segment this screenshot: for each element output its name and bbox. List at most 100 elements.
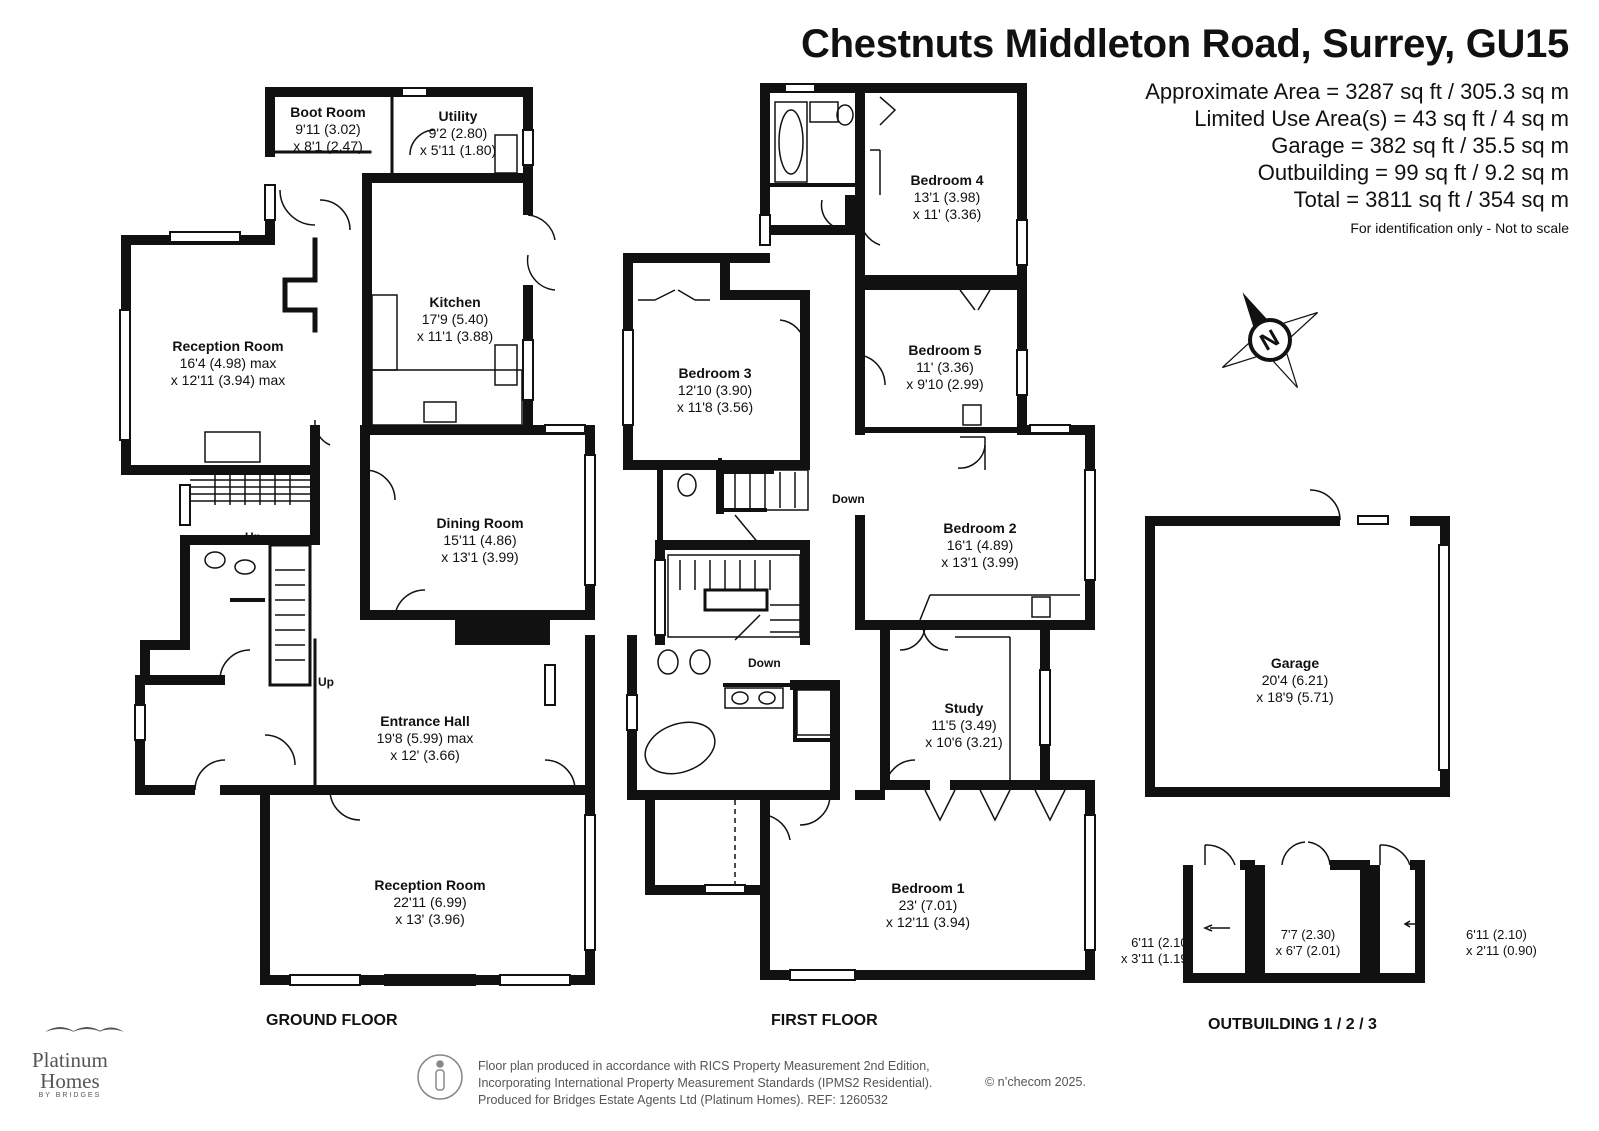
outbuilding-dim: x 2'11 (0.90) [1466, 943, 1537, 958]
room-dim: 16'1 (4.89) [946, 537, 1014, 553]
area-summary: Approximate Area = 3287 sq ft / 305.3 sq… [1145, 78, 1569, 213]
area-line: Limited Use Area(s) = 43 sq ft / 4 sq m [1194, 106, 1569, 131]
outbuilding-walls [1183, 860, 1425, 983]
floor-label-outbuilding: OUTBUILDING 1 / 2 / 3 [1208, 1016, 1377, 1033]
room-dim: 17'9 (5.40) [421, 311, 489, 327]
ground-stairs-treads [190, 475, 310, 661]
room-dim: 11'5 (3.49) [931, 717, 997, 733]
room-name: Utility [438, 108, 478, 124]
ground-windows [119, 87, 596, 986]
room-reception-2: Reception Room 22'11 (6.99) x 13' (3.96) [374, 877, 485, 928]
room-name: Garage [1270, 655, 1320, 671]
first-stairs-treads [667, 469, 809, 641]
room-utility: Utility 9'2 (2.80) x 5'11 (1.80) [420, 108, 496, 159]
logo-mark [45, 1027, 124, 1032]
room-dim: x 11'1 (3.88) [416, 328, 494, 344]
stairs-down-label: Down [832, 492, 865, 506]
room-bedroom-2: Bedroom 2 16'1 (4.89) x 13'1 (3.99) [941, 520, 1018, 571]
outbuilding-2-dims: 7'7 (2.30) x 6'7 (2.01) [1276, 927, 1341, 959]
room-dim: x 11'8 (3.56) [676, 399, 754, 415]
garage-walls [1145, 516, 1450, 797]
logo-tagline: BY BRIDGES [38, 1092, 102, 1099]
page-title: Chestnuts Middleton Road, Surrey, GU15 [801, 22, 1569, 66]
room-name: Boot Room [290, 104, 366, 120]
area-line: Outbuilding = 99 sq ft / 9.2 sq m [1257, 160, 1569, 185]
room-name: Dining Room [436, 515, 524, 531]
stairs-up-label: Up [245, 530, 261, 544]
outbuilding-dim: x 6'7 (2.01) [1275, 943, 1341, 958]
outbuilding-dim: 7'7 (2.30) [1280, 927, 1336, 942]
floor-label-ground: GROUND FLOOR [266, 1012, 398, 1029]
room-dim: 22'11 (6.99) [393, 894, 467, 910]
scale-note: For identification only - Not to scale [1350, 220, 1569, 236]
footer-line: Produced for Bridges Estate Agents Ltd (… [478, 1093, 888, 1107]
room-dim: 15'11 (4.86) [443, 532, 517, 548]
room-dining: Dining Room 15'11 (4.86) x 13'1 (3.99) [436, 515, 523, 566]
outbuilding-dim: 6'11 (2.10) [1466, 927, 1527, 942]
room-dim: x 12' (3.66) [390, 747, 460, 763]
room-name: Bedroom 3 [678, 365, 752, 381]
ground-door-arcs [194, 129, 576, 821]
stairs-down-label: Down [748, 656, 781, 670]
first-fixtures [644, 101, 1080, 885]
room-reception-1: Reception Room 16'4 (4.98) max x 12'11 (… [171, 338, 285, 389]
footer-copyright: © n’checom 2025. [985, 1075, 1086, 1089]
room-dim: x 12'11 (3.94) [885, 914, 971, 930]
room-kitchen: Kitchen 17'9 (5.40) x 11'1 (3.88) [417, 294, 493, 345]
room-garage: Garage 20'4 (6.21) x 18'9 (5.71) [1256, 655, 1333, 706]
room-entrance-hall: Entrance Hall 19'8 (5.99) max x 12' (3.6… [377, 713, 474, 764]
ground-fixtures [204, 134, 523, 602]
room-dim: x 10'6 (3.21) [925, 734, 1003, 750]
first-windows [622, 83, 1096, 981]
area-line: Approximate Area = 3287 sq ft / 305.3 sq… [1145, 79, 1569, 104]
room-dim: x 13'1 (3.99) [941, 554, 1019, 570]
room-dim: 23' (7.01) [898, 897, 958, 913]
footer-line: Incorporating International Property Mea… [478, 1076, 933, 1090]
area-line: Total = 3811 sq ft / 354 sq m [1293, 187, 1569, 212]
room-dim: 12'10 (3.90) [677, 382, 753, 398]
room-bedroom-5: Bedroom 5 11' (3.36) x 9'10 (2.99) [906, 342, 983, 393]
room-dim: 9'11 (3.02) [295, 121, 361, 137]
room-dim: 9'2 (2.80) [428, 125, 488, 141]
area-line: Garage = 382 sq ft / 35.5 sq m [1271, 133, 1569, 158]
room-name: Bedroom 2 [943, 520, 1017, 536]
outbuilding-dim: x 3'11 (1.19) [1121, 951, 1192, 966]
room-name: Reception Room [172, 338, 284, 354]
room-dim: x 9'10 (2.99) [906, 376, 984, 392]
first-floor-walls [623, 83, 1095, 980]
outbuilding-dim: 6'11 (2.10) [1131, 935, 1192, 950]
outbuilding-3-dims: 6'11 (2.10) x 2'11 (0.90) [1466, 927, 1537, 959]
room-name: Bedroom 1 [891, 880, 965, 896]
room-study: Study 11'5 (3.49) x 10'6 (3.21) [925, 700, 1002, 751]
floor-label-first: FIRST FLOOR [771, 1012, 878, 1029]
outbuilding-1-dims: 6'11 (2.10) x 3'11 (1.19) [1121, 935, 1192, 967]
room-name: Study [944, 700, 984, 716]
footer-line: Floor plan produced in accordance with R… [478, 1059, 930, 1073]
room-dim: x 13' (3.96) [395, 911, 465, 927]
room-bedroom-4: Bedroom 4 13'1 (3.98) x 11' (3.36) [910, 172, 983, 223]
room-boot-room: Boot Room 9'11 (3.02) x 8'1 (2.47) [290, 104, 365, 155]
room-name: Bedroom 4 [910, 172, 984, 188]
room-dim: x 12'11 (3.94) max [170, 372, 286, 388]
room-dim: x 13'1 (3.99) [441, 549, 519, 565]
logo-word: Platinum [32, 1048, 108, 1072]
room-dim: x 11' (3.36) [912, 206, 982, 222]
footer-person-icon [417, 1054, 463, 1100]
room-dim: 13'1 (3.98) [913, 189, 981, 205]
room-dim: 19'8 (5.99) max [376, 730, 474, 746]
stairs-up-label: Up [318, 675, 334, 689]
room-dim: 20'4 (6.21) [1261, 672, 1329, 688]
room-dim: x 18'9 (5.71) [1256, 689, 1334, 705]
room-name: Bedroom 5 [908, 342, 982, 358]
room-dim: x 8'1 (2.47) [293, 138, 363, 154]
first-door-arcs [638, 96, 1066, 841]
platinum-homes-logo: Platinum Homes BY BRIDGES [32, 1048, 108, 1100]
room-name: Entrance Hall [380, 713, 470, 729]
logo-word: Homes [40, 1069, 100, 1093]
compass-icon [1221, 292, 1319, 389]
room-dim: 11' (3.36) [916, 359, 974, 375]
room-dim: 16'4 (4.98) max [179, 355, 277, 371]
room-bedroom-1: Bedroom 1 23' (7.01) x 12'11 (3.94) [886, 880, 970, 931]
room-bedroom-3: Bedroom 3 12'10 (3.90) x 11'8 (3.56) [677, 365, 753, 416]
